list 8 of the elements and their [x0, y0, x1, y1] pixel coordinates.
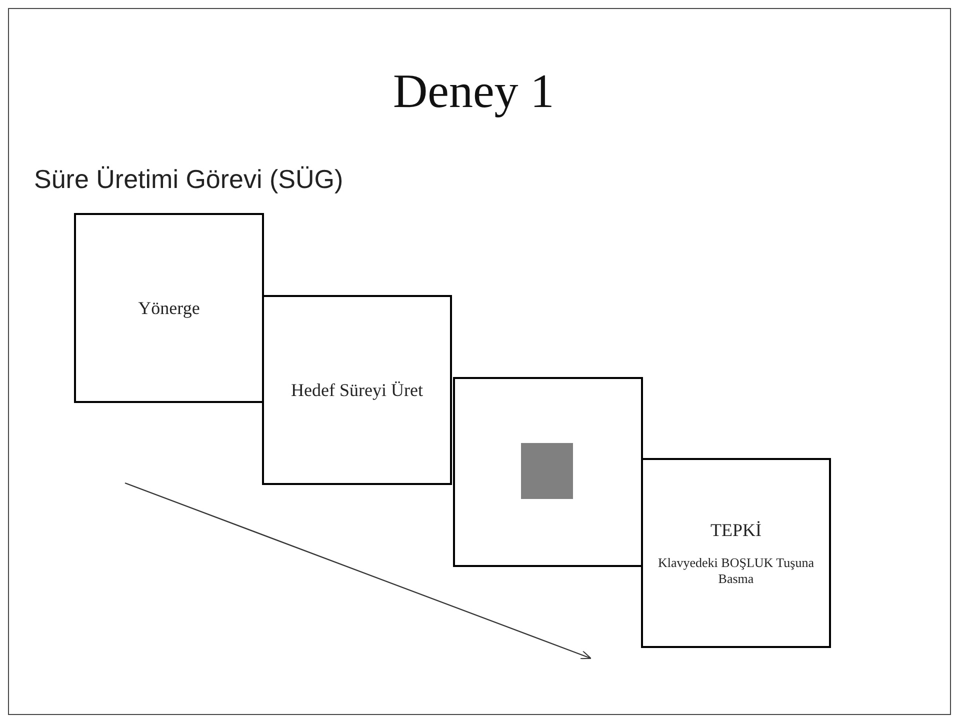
screen-box	[453, 377, 643, 567]
slide-title: Deney 1	[393, 64, 554, 119]
instruction-text: Klavyedeki BOŞLUK Tuşuna Basma	[657, 554, 815, 586]
subtitle: Süre Üretimi Görevi (SÜG)	[34, 164, 344, 195]
stimulus-square	[521, 443, 573, 499]
screen-label: Hedef Süreyi Üret	[291, 380, 423, 400]
screen-label: Yönerge	[138, 298, 200, 318]
screen-label: TEPKİ	[710, 520, 762, 541]
